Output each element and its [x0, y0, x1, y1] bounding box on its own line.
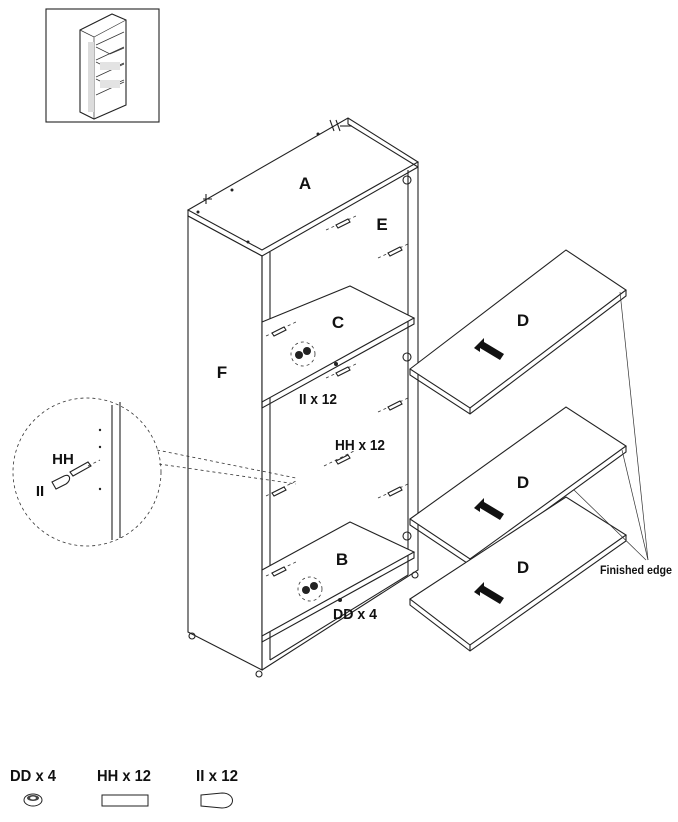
label-finished-edge: Finished edge: [600, 563, 672, 577]
label-shelf-2: D: [517, 473, 529, 492]
legend-label-pins: HH x 12: [97, 768, 151, 785]
label-shelf-pins: HH x 12: [335, 437, 385, 454]
label-shelf-3: D: [517, 558, 529, 577]
insertion-arrow-icon: [474, 338, 504, 604]
label-feet: DD x 4: [333, 606, 378, 623]
parts-legend: DD x 4 HH x 12 II x 12: [10, 768, 238, 809]
shelf-pins: [265, 215, 409, 577]
shelf-pin-icon: [101, 794, 149, 807]
label-shelf-1: D: [517, 311, 529, 330]
finished-edge-leaders: [573, 291, 649, 561]
detail-label-pin: HH: [52, 451, 74, 468]
cabinet-body: [186, 117, 420, 678]
shelf-panels: [409, 249, 627, 652]
cam-bolt-icon: [200, 792, 233, 809]
legend-label-feet: DD x 4: [10, 768, 56, 785]
label-right-side: E: [376, 215, 387, 234]
detail-magnifier: [12, 397, 297, 547]
legend-label-bolts: II x 12: [196, 768, 238, 785]
cam-bolt-group: [290, 341, 342, 602]
label-fixed-shelf: C: [332, 313, 344, 332]
label-bottom-shelf: B: [336, 550, 348, 569]
detail-label-bolt: II: [36, 483, 44, 500]
thumbnail-inset: [45, 8, 160, 123]
label-cam-bolts: II x 12: [299, 391, 337, 408]
foot-glide-icon: [23, 793, 43, 807]
fixed-shelf: [261, 285, 416, 403]
label-left-side: F: [217, 363, 227, 382]
left-side-panel: [187, 215, 263, 671]
label-top-panel: A: [299, 174, 311, 193]
